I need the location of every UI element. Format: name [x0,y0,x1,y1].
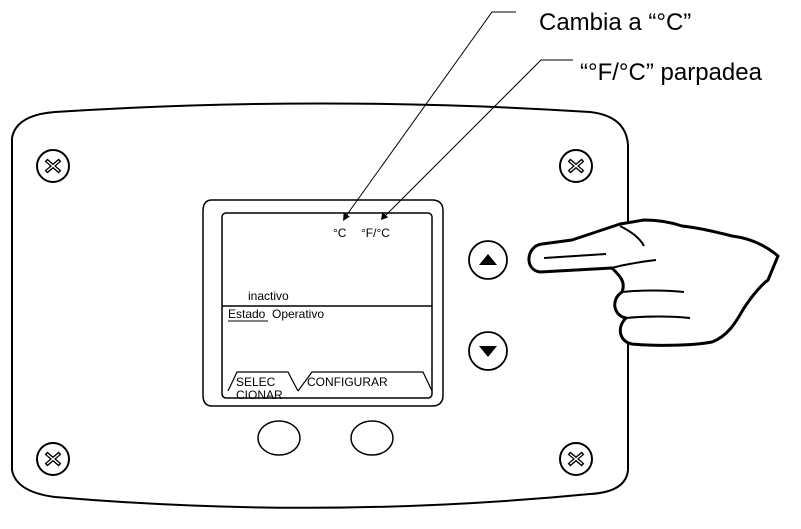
down-button[interactable] [469,332,507,370]
screw-top-right [560,150,592,182]
screw-bottom-left [37,443,69,475]
softkey-right-button[interactable] [351,421,393,455]
callout-celsius-label: Cambia a “°C” [539,9,691,36]
up-button[interactable] [469,241,507,279]
callout-blink-label: “°F/°C” parpadea [580,59,763,86]
lcd-mode: Operativo [272,307,324,321]
screw-top-left [37,150,69,182]
softkey-left-label-line2: CIONAR [236,388,283,402]
lcd-unit-c: °C [333,226,347,240]
softkey-left-button[interactable] [258,421,300,455]
screw-bottom-right [560,443,592,475]
softkey-right-label: CONFIGURAR [307,375,388,389]
softkey-left-label-line1: SELEC [236,375,276,389]
lcd-status-label: Estado [228,307,266,321]
lcd-status-value: inactivo [248,289,289,303]
lcd-unit-fc: °F/°C [361,226,390,240]
